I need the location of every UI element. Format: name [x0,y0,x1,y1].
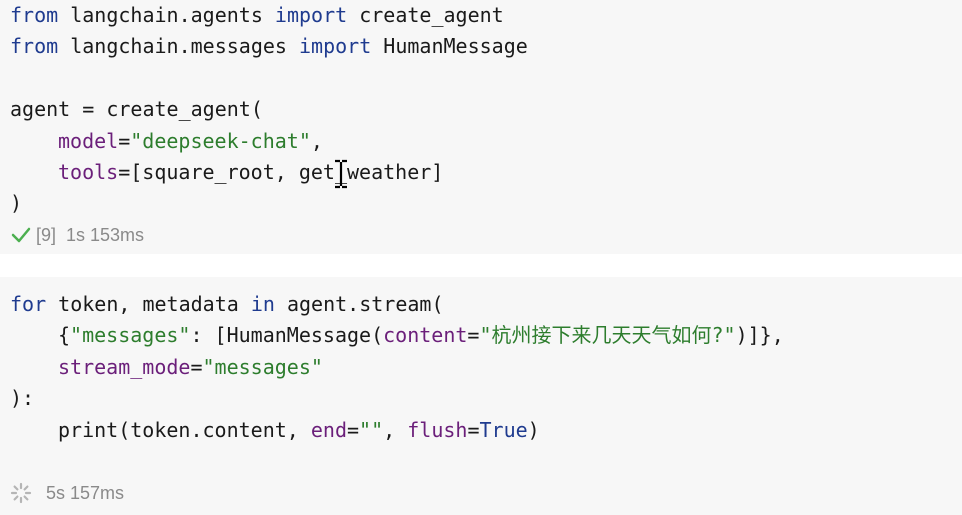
keyword-import: import [299,34,372,59]
execution-count: [9] [36,224,57,245]
execution-status: [9] 1s 153ms [10,224,144,246]
code-line: agent = create_agent( [10,97,263,122]
code-line: print(token.content, end="", flush=True) [58,417,540,442]
execution-duration: 1s 153ms [66,224,145,245]
code-line: from langchain.agents import create_agen… [10,3,504,27]
code-line: ) [10,191,23,216]
code-line: {"messages": [HumanMessage(content="杭州接下… [58,323,784,348]
keyword-import: import [274,3,348,27]
code-line: stream_mode="messages" [58,354,323,379]
spinner-icon [10,482,32,504]
keyword-from: from [10,34,59,59]
code-line: model="deepseek-chat", [58,128,323,153]
code-line: for token, metadata in agent.stream( [10,292,444,316]
check-icon [11,227,31,243]
execution-status: 5s 157ms [10,482,124,504]
keyword-from: from [10,3,59,27]
code-cell-1[interactable]: from langchain.agents import create_agen… [0,0,962,254]
code-editor-1[interactable]: from langchain.agents import create_agen… [10,0,528,220]
execution-duration: 5s 157ms [46,482,125,503]
code-line: ): [10,386,35,411]
code-line: from langchain.messages import HumanMess… [10,34,528,59]
code-cell-2[interactable]: for token, metadata in agent.stream( {"m… [0,277,962,515]
text-cursor-icon [335,159,347,189]
code-line: tools=[square_root, get_weather] [58,160,444,185]
code-editor-2[interactable]: for token, metadata in agent.stream( {"m… [10,289,784,446]
